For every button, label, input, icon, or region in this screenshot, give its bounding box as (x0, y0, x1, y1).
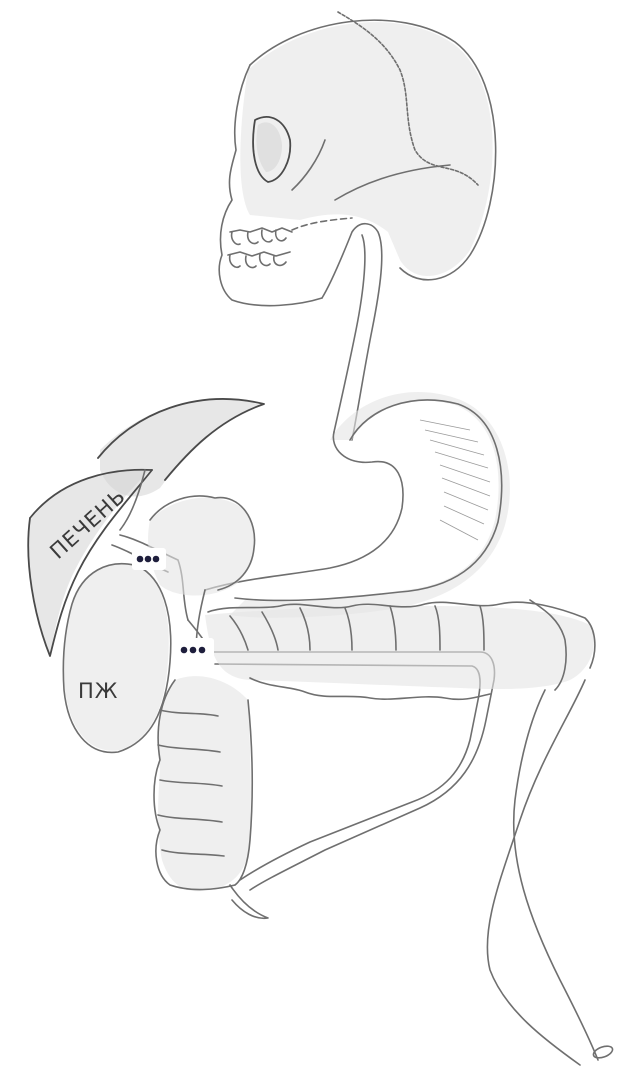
marker-bile-duct (132, 548, 166, 570)
marker-dot (145, 556, 152, 563)
marker-dot (190, 647, 197, 654)
marker-dot (153, 556, 160, 563)
marker-dot (181, 647, 188, 654)
marker-dot (137, 556, 144, 563)
pancreas-label: ПЖ (78, 679, 118, 703)
marker-duodenum (174, 638, 214, 662)
colon (154, 600, 614, 1065)
marker-dot (199, 647, 206, 654)
skull (219, 12, 495, 306)
stomach (205, 392, 510, 618)
